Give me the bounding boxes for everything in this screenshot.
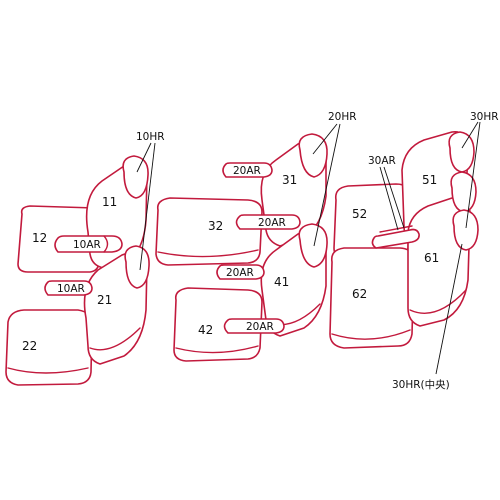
label-20ar-top: 20AR [233,165,261,177]
label-seat-cushion-22: 22 [22,339,37,353]
label-20ar-row4-top: 20AR [226,267,254,279]
headrest-10hr-upper [122,155,149,199]
armrest-20ar-top [222,162,273,178]
seat-cushion-22 [5,309,93,386]
headrest-30hr-center [452,209,479,251]
leader-30hr-a [461,121,479,149]
middle-seat-group: 20HR 20AR 31 32 20AR 20AR 41 42 20AR [155,111,357,362]
label-30hr: 30HR [470,111,499,123]
leader-30hr-b [465,121,481,229]
headrest-30hr-top [448,131,475,173]
label-seat-back-31: 31 [282,173,297,187]
armrest-10ar-upper [54,235,123,253]
label-seat-back-21: 21 [97,293,112,307]
leader-20hr-a [312,123,338,155]
label-seat-back-41: 41 [274,275,289,289]
label-seat-cushion-52: 52 [352,207,367,221]
label-seat-back-61: 61 [424,251,439,265]
leader-20hr-b [313,123,341,247]
armrest-20ar-mid [235,214,301,230]
label-seat-cushion-12: 12 [32,231,47,245]
seat-cushion-32 [155,197,263,266]
label-30ar: 30AR [368,155,396,167]
label-seat-cushion-32: 32 [208,219,223,233]
left-seat-group: 10HR 11 12 10AR 10AR 21 22 [5,131,165,386]
leader-10hr-a [136,142,152,173]
seat-cushion-62 [329,247,415,349]
armrest-10ar-lower [44,280,93,296]
label-20ar-mid: 20AR [258,217,286,229]
leader-30ar-b [383,166,405,229]
label-10ar-lower: 10AR [57,283,85,295]
label-seat-back-11: 11 [102,195,117,209]
armrest-20ar-row4-top [216,264,265,280]
label-seat-back-51: 51 [422,173,437,187]
label-20ar-bottom: 20AR [246,321,274,333]
label-20hr: 20HR [328,111,357,123]
leader-30ar-a [379,166,399,231]
headrest-20hr-lower [298,223,328,268]
label-10ar-upper: 10AR [73,239,101,251]
label-seat-cushion-62: 62 [352,287,367,301]
armrest-20ar-bottom [223,318,285,334]
label-seat-cushion-42: 42 [198,323,213,337]
leader-30hr-center [435,243,463,375]
label-30hr-center: 30HR(中央) [392,378,450,391]
seat-cushion-42 [173,287,263,362]
leader-10hr-b [139,142,156,271]
armrest-30ar [371,228,420,249]
right-seat-group: 30HR 30AR 51 52 61 62 30HR(中央) [329,111,499,391]
headrest-10hr-lower [124,245,150,289]
label-10hr: 10HR [136,131,165,143]
